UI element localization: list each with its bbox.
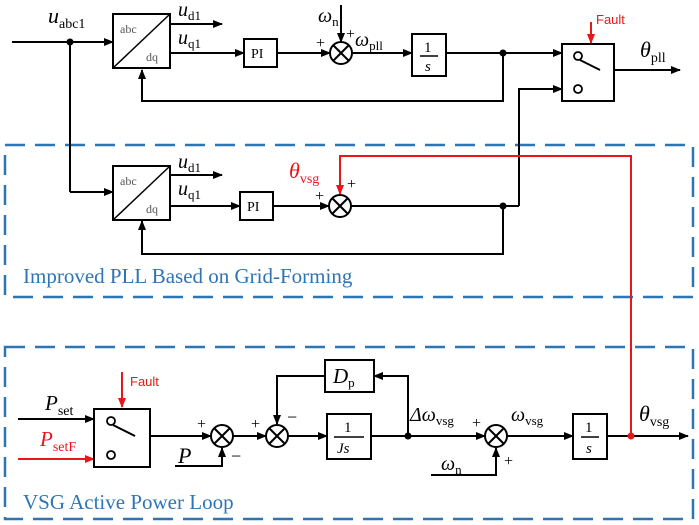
svg-text:uabc1: uabc1 (48, 3, 85, 32)
sum-top-plus-left: + (316, 35, 325, 52)
theta-pll-label: θpll (640, 37, 666, 66)
mid-theta-to-switch (518, 85, 563, 206)
integrator-block-bottom: 1 s (572, 413, 608, 460)
svg-text:1: 1 (424, 40, 432, 56)
inertia-block: 1 Js (326, 413, 372, 460)
pll-region-title: Improved PLL Based on Grid-Forming (23, 264, 353, 288)
svg-text:dq: dq (146, 50, 158, 64)
delta-omega-vsg-label: Δωvsg (409, 404, 454, 428)
sum-damping-plus: + (251, 416, 260, 433)
p-setf-label: PsetF (39, 427, 76, 455)
svg-text:1: 1 (585, 420, 593, 436)
svg-text:s: s (425, 59, 431, 75)
integrator-block-top: 1 s (411, 33, 447, 77)
mid-feedback-line (138, 206, 504, 255)
vsg-region-box (3, 345, 695, 521)
abc-dq-transform-block-mid: abc dq (112, 165, 171, 221)
pi-block-mid: PI (239, 191, 274, 221)
fault-switch-top (561, 43, 615, 102)
omega-n-top-label: ωn (318, 5, 339, 29)
svg-text:abc: abc (120, 22, 137, 36)
svg-text:PI: PI (251, 47, 264, 62)
sum-top-plus-up: + (346, 26, 355, 43)
omega-pll-label: ωpll (355, 29, 383, 53)
ud1-mid-label: ud1 (178, 151, 201, 175)
svg-text:Dp: Dp (332, 364, 355, 390)
theta-vsg-red-line (336, 155, 632, 427)
p-feedback-line (175, 447, 226, 467)
damping-feedback-line (373, 372, 409, 436)
u-abc1-label: uabc1 (48, 3, 85, 32)
svg-text:Js: Js (337, 441, 350, 457)
abc-dq-transform-block-top: abc dq (112, 13, 171, 69)
uq1-mid-label: uq1 (178, 178, 201, 202)
omega-vsg-label: ωvsg (511, 404, 544, 428)
fault-label-bottom: Fault (130, 374, 159, 389)
sum-junction-power (210, 424, 234, 448)
sum-mid-plus-left: + (315, 188, 324, 205)
sum-mid-plus-up: + (347, 176, 356, 193)
sum-power-plus: + (197, 416, 206, 433)
sum-damping-minus: − (287, 407, 297, 427)
sum-frequency-plus-down: + (504, 453, 513, 470)
svg-text:1: 1 (344, 420, 352, 436)
ud1-top-label: ud1 (178, 0, 201, 23)
omega-n-bottom-label: ωn (441, 453, 462, 477)
sum-junction-top (329, 41, 353, 65)
p-set-label: Pset (44, 391, 73, 419)
pi-block-top: PI (243, 38, 278, 68)
sum-junction-frequency (484, 424, 508, 448)
sum-power-minus: − (231, 446, 241, 466)
top-feedback-line (138, 53, 504, 102)
p-label: P (177, 443, 191, 468)
damping-to-sum (273, 375, 325, 425)
svg-text:PI: PI (247, 200, 260, 215)
theta-vsg-red-label: θvsg (289, 158, 319, 187)
svg-text:s: s (586, 441, 592, 457)
fault-label-top: Fault (596, 12, 625, 27)
sum-frequency-plus-left: + (472, 415, 481, 432)
sum-junction-mid (328, 194, 352, 218)
sum-junction-damping (265, 424, 289, 448)
vsg-region-title: VSG Active Power Loop (23, 490, 234, 514)
theta-vsg-out-label: θvsg (639, 401, 669, 430)
uq1-top-label: uq1 (178, 27, 201, 51)
pll-region-box (3, 143, 695, 299)
svg-text:abc: abc (120, 174, 137, 188)
fault-switch-bottom (93, 408, 151, 468)
omega-n-bottom-line (431, 447, 500, 476)
svg-text:dq: dq (146, 202, 158, 216)
damping-block: Dp (324, 359, 375, 393)
